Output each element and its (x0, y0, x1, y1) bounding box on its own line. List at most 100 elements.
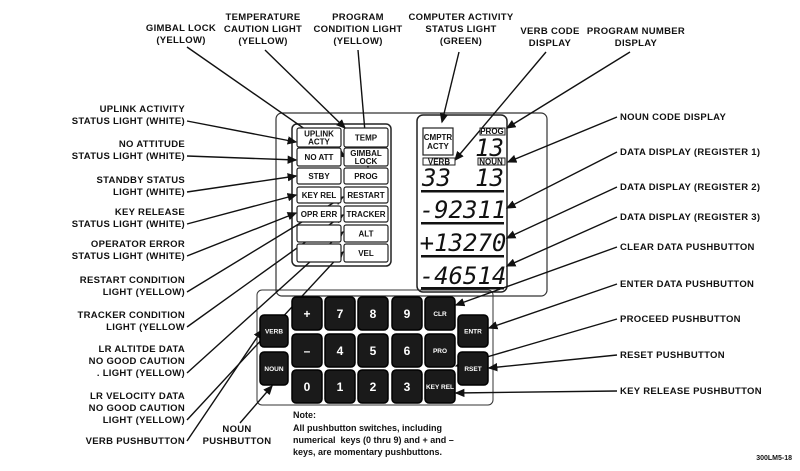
label-enter: ENTER DATA PUSHBUTTON (620, 279, 754, 290)
key-9-label: 9 (404, 307, 411, 321)
key-3[interactable] (391, 369, 423, 404)
label-tracker: TRACKER CONDITION (78, 310, 186, 321)
key-4[interactable] (324, 333, 356, 368)
key-2[interactable] (357, 369, 389, 404)
key-minus-label: – (304, 344, 311, 358)
label-program-condition: CONDITION LIGHT (314, 24, 403, 35)
status-light-right-4 (343, 205, 389, 223)
entr-button[interactable] (457, 314, 489, 348)
noun-label: NOUN (479, 158, 503, 167)
key-0[interactable] (291, 369, 323, 404)
status-light-label: PROG (354, 172, 378, 181)
note-line: All pushbutton switches, including (293, 423, 442, 433)
key-plus[interactable] (291, 296, 323, 331)
label-verb-pb: VERB PUSHBUTTON (86, 436, 185, 447)
label-verb-code: DISPLAY (529, 38, 572, 49)
key-keyrel-label: KEY REL (426, 384, 454, 391)
status-light-label: ACTY (308, 138, 330, 147)
status-light-label: UPLINK (304, 130, 334, 139)
noun-button[interactable] (259, 351, 289, 386)
key-2-label: 2 (370, 380, 377, 394)
status-light-label: KEY REL (302, 191, 337, 200)
status-light-left-2 (296, 167, 342, 185)
label-noun-pb: PUSHBUTTON (203, 436, 272, 447)
verb-code-display: 33 (421, 164, 451, 192)
key-7[interactable] (324, 296, 356, 331)
label-standby: LIGHT (WHITE) (113, 187, 185, 198)
label-gimbal-lock: (YELLOW) (156, 35, 205, 46)
standby-leader-line (186, 173, 298, 193)
status-light-label: ALT (359, 230, 374, 239)
label-key-rel: KEY RELEASE PUSHBUTTON (620, 386, 762, 397)
status-light-right-1 (343, 147, 389, 167)
key-5[interactable] (357, 333, 389, 368)
rset-button[interactable] (457, 351, 489, 386)
status-light-label: RESTART (347, 191, 384, 200)
status-light-label: LOCK (355, 157, 378, 166)
status-light-label: OPR ERR (301, 210, 338, 219)
label-lr-alt: . LIGHT (YELLOW) (97, 368, 185, 379)
key-9[interactable] (391, 296, 423, 331)
status-light-label: TEMP (355, 134, 378, 143)
label-reg1: DATA DISPLAY (REGISTER 1) (620, 147, 760, 158)
key-minus[interactable] (291, 333, 323, 368)
key-keyrel[interactable] (424, 369, 456, 404)
label-restart: LIGHT (YELLOW) (103, 287, 185, 298)
verb-code-leader-line (454, 51, 547, 162)
label-no-att: NO ATTITUDE (119, 139, 185, 150)
label-noun-code: NOUN CODE DISPLAY (620, 112, 726, 123)
label-standby: STANDBY STATUS (97, 175, 185, 186)
comp-acty-label: ACTY (427, 142, 449, 151)
dsky-panel-outline (275, 112, 548, 297)
data-register-2: +13270 (420, 229, 507, 257)
status-light-label: STBY (308, 172, 330, 181)
key-6-label: 6 (404, 344, 411, 358)
noun-label-box (477, 157, 506, 166)
entr-button-label: ENTR (464, 329, 482, 336)
label-temperature: TEMPERATURE (226, 12, 301, 23)
key-8[interactable] (357, 296, 389, 331)
key-3-label: 3 (404, 380, 411, 394)
label-reg3: DATA DISPLAY (REGISTER 3) (620, 212, 760, 223)
key-pro[interactable] (424, 333, 456, 368)
comp-acty-label: CMPTR (424, 133, 453, 142)
status-light-left-4 (296, 205, 342, 223)
key-1[interactable] (324, 369, 356, 404)
status-light-right-5 (343, 224, 389, 243)
keypad-outline (256, 289, 494, 406)
status-light-left-5 (296, 224, 342, 243)
figure-id: 300LM5-18 (756, 455, 792, 462)
label-proceed: PROCEED PUSHBUTTON (620, 314, 741, 325)
label-uplink: UPLINK ACTIVITY (100, 104, 186, 115)
operator-error-leader-line (186, 212, 298, 257)
label-temperature: (YELLOW) (238, 36, 287, 47)
display-separator (421, 190, 504, 193)
noun-code-leader-line (506, 116, 618, 163)
label-reset: RESET PUSHBUTTON (620, 350, 725, 361)
verb-button[interactable] (259, 314, 289, 348)
label-lr-vel: LIGHT (YELLOW) (103, 415, 185, 426)
label-no-att: STATUS LIGHT (WHITE) (72, 151, 185, 162)
key-8-label: 8 (370, 307, 377, 321)
label-verb-code: VERB CODE (520, 26, 579, 37)
display-separator (421, 222, 504, 225)
temperature-leader-line (264, 49, 347, 129)
status-light-right-3 (343, 186, 389, 204)
status-light-left-6 (296, 243, 342, 263)
reg1-leader-line (505, 151, 618, 209)
label-reg2: DATA DISPLAY (REGISTER 2) (620, 182, 760, 193)
display-separator (421, 287, 504, 290)
status-light-label: GIMBAL (350, 149, 382, 158)
status-light-label: NO ATT (305, 153, 334, 162)
key-6[interactable] (391, 333, 423, 368)
status-light-left-1 (296, 147, 342, 167)
label-gimbal-lock: GIMBAL LOCK (146, 23, 216, 34)
key-1-label: 1 (337, 380, 344, 394)
status-light-left-3 (296, 186, 342, 204)
prog-label: PROG (480, 127, 504, 136)
label-lr-vel: NO GOOD CAUTION (89, 403, 185, 414)
key-plus-label: + (303, 307, 310, 321)
key-clr[interactable] (424, 296, 456, 331)
label-noun-pb: NOUN (222, 424, 251, 435)
